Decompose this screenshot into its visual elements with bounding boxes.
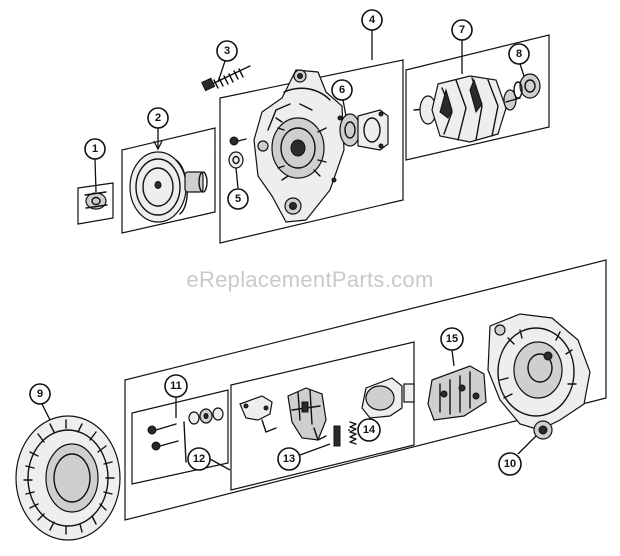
callout-4[interactable]: 4 [361,9,383,31]
part-3-bolt [201,65,251,92]
part-7-rotor [413,75,521,143]
part-11-hardware [147,407,224,463]
part-8-bearing [513,73,541,99]
callout-9-label: 9 [37,388,43,400]
callout-14-label: 14 [363,424,376,436]
callout-10-label: 10 [504,458,516,470]
callout-1[interactable]: 1 [84,138,106,160]
callout-2[interactable]: 2 [147,107,169,129]
callout-9[interactable]: 9 [29,383,51,405]
callout-11[interactable]: 11 [164,374,188,398]
callout-13-label: 13 [283,453,295,465]
callout-7[interactable]: 7 [451,19,473,41]
part-5-screw [228,136,247,169]
watermark-text: eReplacementParts.com [186,267,433,292]
callout-6[interactable]: 6 [331,79,353,101]
part-14-spring [349,421,357,445]
callout-15-label: 15 [446,333,458,345]
part-15-rectifier [427,365,487,421]
part-9-stator [15,415,121,541]
callout-5-label: 5 [235,193,241,205]
part-10-rear-housing [487,313,591,440]
callout-1-label: 1 [92,143,98,155]
callout-3[interactable]: 3 [216,40,238,62]
callout-8-label: 8 [516,48,522,60]
part-2-pulley [129,151,208,223]
callout-12-label: 12 [193,453,205,465]
callout-11-label: 11 [170,380,182,392]
part-12-regulator-assembly [239,377,415,441]
callout-7-label: 7 [459,24,465,36]
callout-4-label: 4 [369,14,376,26]
part-4-front-housing [253,69,345,223]
part-6-bearing [339,109,389,151]
callout-2-label: 2 [155,112,161,124]
callout-15[interactable]: 15 [440,327,464,351]
callout-6-label: 6 [339,84,345,96]
leader-lines [41,30,537,471]
callout-5[interactable]: 5 [227,188,249,210]
callout-13[interactable]: 13 [277,447,301,471]
part-1-nut [84,191,108,210]
part-13-brush [333,425,341,447]
callout-8[interactable]: 8 [508,43,530,65]
callout-10[interactable]: 10 [498,452,522,476]
callout-14[interactable]: 14 [357,418,381,442]
callout-3-label: 3 [224,45,230,57]
callout-12[interactable]: 12 [187,447,211,471]
